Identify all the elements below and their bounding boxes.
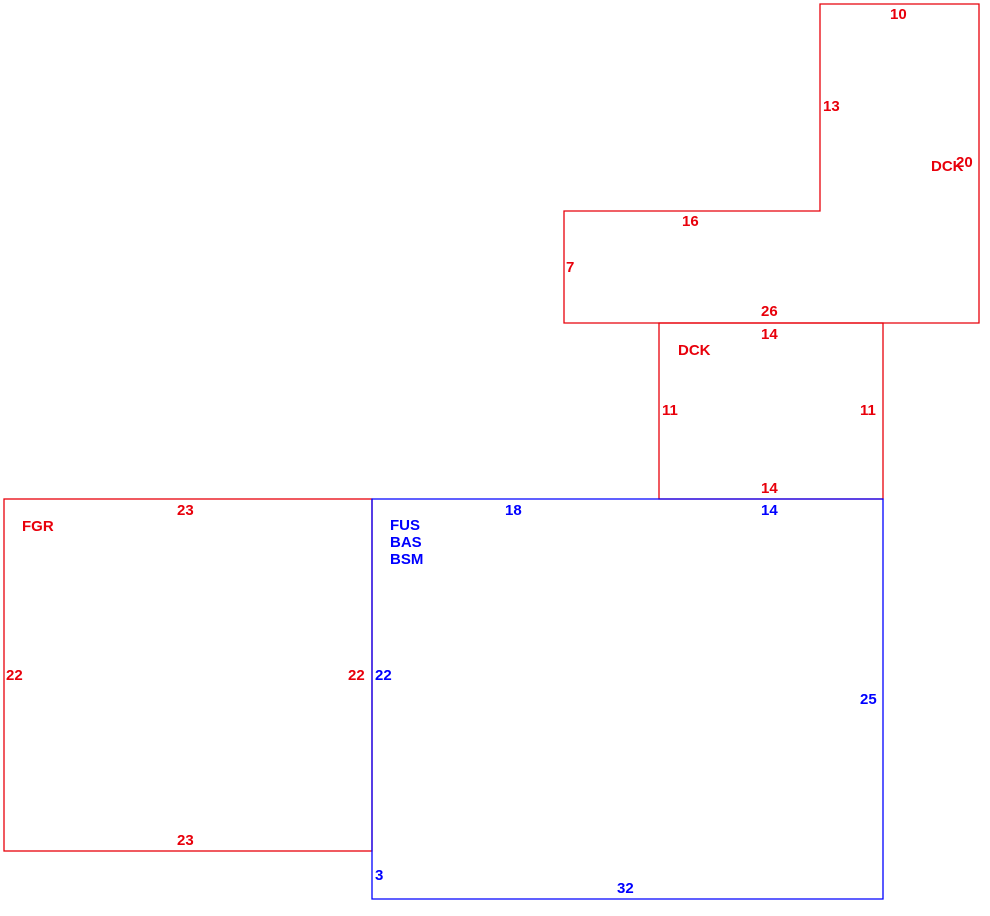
upper-deck-right-dim: 20	[956, 154, 973, 171]
garage-bottom-dim: 23	[177, 832, 194, 849]
house-left-dim: 22	[375, 667, 392, 684]
lower-deck-right-dim: 11	[860, 402, 876, 419]
house-right-dim: 25	[860, 691, 877, 708]
upper-deck-top-dim: 10	[890, 6, 907, 23]
garage-outline	[3, 498, 373, 852]
garage-left-dim: 22	[6, 667, 23, 684]
house-top-right-dim: 14	[761, 502, 778, 519]
garage-area-label: FGR	[22, 518, 54, 535]
house-jog-dim: 3	[375, 867, 383, 884]
lower-deck-top-dim: 14	[761, 326, 778, 343]
upper-deck-outline	[563, 3, 980, 324]
house-bottom-dim: 32	[617, 880, 634, 897]
upper-deck-bottom-dim: 26	[761, 303, 778, 320]
house-outline	[371, 498, 884, 900]
house-area-label-fus: FUS	[390, 517, 420, 534]
upper-deck-inner-vertical-dim: 13	[823, 98, 840, 115]
upper-deck-ledge-dim: 16	[682, 213, 699, 230]
lower-deck-area-label: DCK	[678, 342, 711, 359]
upper-deck-area-label: DCK	[931, 158, 964, 175]
house-top-left-dim: 18	[505, 502, 522, 519]
house-area-label-bsm: BSM	[390, 551, 423, 568]
garage-right-dim: 22	[348, 667, 365, 684]
garage-top-dim: 23	[177, 502, 194, 519]
lower-deck-left-dim: 11	[662, 402, 678, 419]
house-area-label-bas: BAS	[390, 534, 422, 551]
lower-deck-bottom-dim: 14	[761, 480, 778, 497]
upper-deck-left-dim: 7	[566, 259, 574, 276]
